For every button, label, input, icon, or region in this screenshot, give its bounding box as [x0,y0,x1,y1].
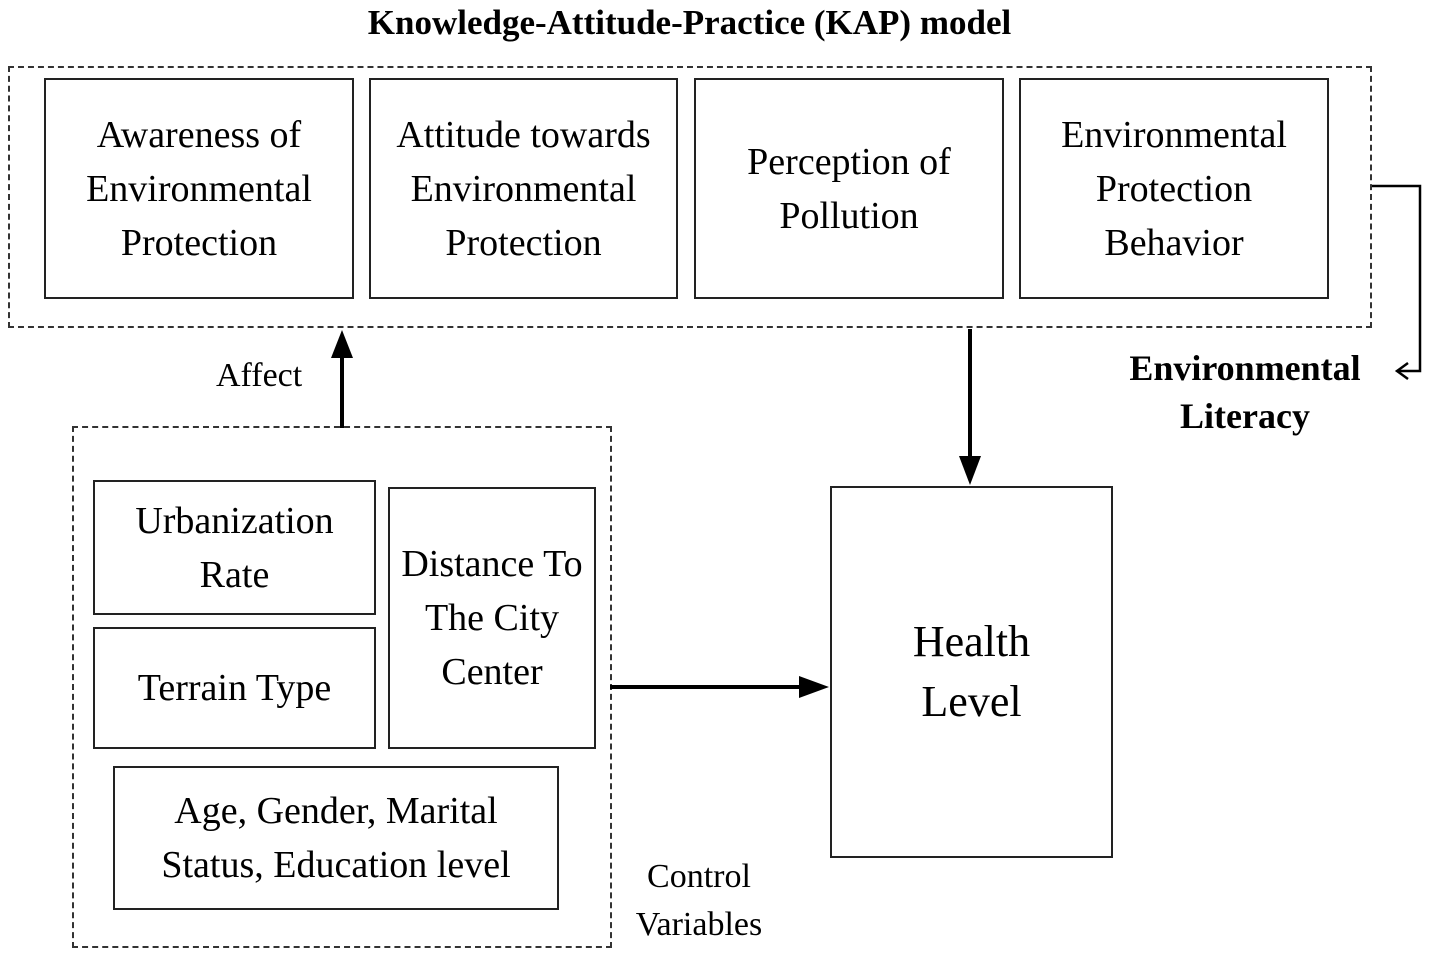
terrain-type-box: Terrain Type [93,627,376,749]
environmental-literacy-line-2: Literacy [1180,396,1310,436]
environmental-literacy-line-1: Environmental [1129,348,1361,388]
behavior-box: Environmental Protection Behavior [1019,78,1329,299]
distance-to-city-center-box: Distance To The City Center [388,487,596,749]
affect-arrow [331,330,353,428]
control-variables-label: Control Variables [614,853,784,949]
perception-box: Perception of Pollution [694,78,1004,299]
diagram-title: Knowledge-Attitude-Practice (KAP) model [367,3,1012,42]
control-variables-line-1: Control [647,858,751,895]
health-level-box: Health Level [830,486,1113,858]
affect-label: Affect [216,357,303,394]
control-variables-line-2: Variables [635,906,763,943]
attitude-box: Attitude towards Environmental Protectio… [369,78,678,299]
kap-model-group [8,66,1372,328]
demographics-box: Age, Gender, Marital Status, Education l… [113,766,559,910]
urbanization-rate-box: Urbanization Rate [93,480,376,615]
awareness-box: Awareness of Environmental Protection [44,78,354,299]
control-to-health-arrow [610,676,829,698]
kap-to-health-arrow [959,329,981,485]
environmental-literacy-label: Environmental Literacy [1105,344,1385,440]
